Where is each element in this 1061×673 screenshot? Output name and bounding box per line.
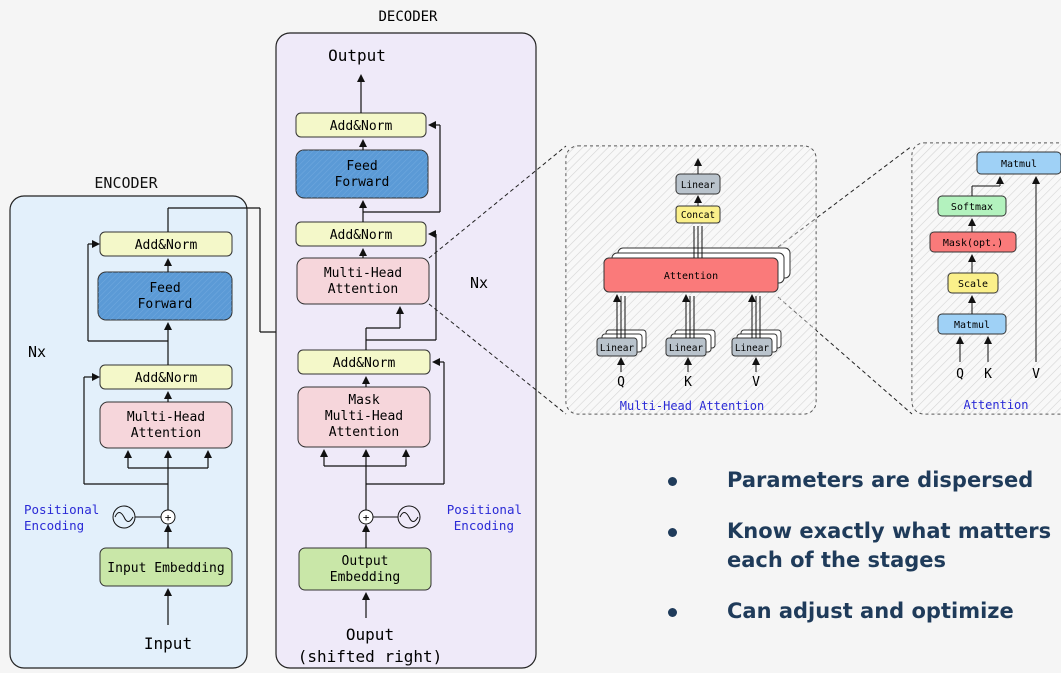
mha-linear-q-stack — [596, 329, 647, 357]
attention-matmul-bottom-label: Matmul — [954, 320, 990, 331]
attention-matmul-top — [976, 151, 1061, 175]
decoder-add-norm-mid — [295, 221, 427, 247]
mha-k-label: K — [684, 375, 692, 390]
encoder-embedding-label: Input Embedding — [107, 561, 224, 576]
encoder-mha-label-1: Multi-Head — [127, 410, 205, 425]
decoder-title: DECODER — [378, 9, 438, 25]
decoder-input-label-2: (shifted right) — [298, 647, 443, 666]
encoder-multi-head-attention — [99, 401, 233, 449]
decoder-add-norm-top-label: Add&Norm — [330, 119, 393, 134]
encoder-add-norm-low — [99, 364, 233, 390]
svg-text:+: + — [363, 511, 370, 524]
bullet-item: Can adjust and optimize — [655, 597, 1061, 626]
bullet-text: Can adjust and optimize — [727, 599, 1014, 623]
attention-scale-label: Scale — [958, 279, 988, 290]
mha-linear-v-label: Linear — [735, 343, 770, 354]
decoder-mha-label-2: Attention — [328, 282, 398, 297]
encoder-add-norm-top — [99, 231, 233, 257]
decoder-embedding-label-2: Embedding — [330, 570, 400, 585]
bullet-dot-icon — [668, 477, 677, 486]
mha-linear-top-label: Linear — [681, 180, 716, 191]
mha-v-label: V — [752, 375, 760, 390]
decoder-masked-label-2: Multi-Head — [325, 409, 403, 424]
decoder-ff-label-2: Forward — [335, 175, 390, 190]
decoder-pos-enc-1: Positional — [447, 502, 522, 517]
attention-scale — [947, 272, 999, 294]
bullet-list: Parameters are dispersed Know exactly wh… — [655, 466, 1061, 648]
attention-softmax-label: Softmax — [951, 202, 993, 213]
mha-linear-q-label: Linear — [600, 343, 635, 354]
decoder-masked-label-3: Attention — [329, 425, 399, 440]
encoder-add-norm-top-label: Add&Norm — [135, 238, 198, 253]
encoder-ff-label-1: Feed — [149, 281, 180, 296]
mha-linear-v-stack — [731, 329, 782, 357]
attention-mask-label: Mask(opt.) — [943, 238, 1003, 249]
attention-v-label: V — [1032, 367, 1040, 382]
encoder-ff-label-2: Forward — [138, 297, 193, 312]
encoder-mha-label-2: Attention — [131, 426, 201, 441]
decoder-multi-head-attention — [296, 257, 430, 305]
bullet-item: Parameters are dispersed — [655, 466, 1061, 495]
decoder-nx: Nx — [470, 274, 488, 292]
mha-attention — [603, 257, 779, 293]
decoder-embedding-label-1: Output — [342, 554, 389, 569]
mha-linear-k-label: Linear — [669, 343, 704, 354]
decoder-mha-label-1: Multi-Head — [324, 266, 402, 281]
decoder-masked-label-1: Mask — [348, 393, 379, 408]
decoder-input-label-1: Ouput — [346, 625, 394, 644]
encoder-pos-enc-2: Encoding — [24, 518, 84, 533]
decoder-add-norm-mid-label: Add&Norm — [330, 228, 393, 243]
decoder-output-embedding — [298, 547, 432, 591]
bullet-text: each of the stages — [727, 548, 947, 572]
encoder-pos-enc-1: Positional — [24, 502, 99, 517]
decoder-add-norm-low-label: Add&Norm — [333, 356, 396, 371]
decoder-sine-icon — [397, 505, 421, 529]
attention-matmul-top-label: Matmul — [1001, 159, 1037, 170]
encoder-title: ENCODER — [94, 174, 158, 192]
bullet-dot-icon — [668, 528, 677, 537]
attention-k-label: K — [984, 367, 992, 382]
svg-text:+: + — [165, 511, 172, 524]
mha-concat-label: Concat — [681, 210, 715, 221]
encoder-nx: Nx — [28, 343, 46, 361]
encoder-add-norm-low-label: Add&Norm — [135, 371, 198, 386]
decoder-add-norm-low — [297, 349, 431, 375]
encoder-input-label: Input — [144, 634, 192, 653]
bullet-dot-icon — [668, 608, 677, 617]
attention-mask — [929, 231, 1017, 253]
attention-caption: Attention — [963, 398, 1028, 412]
decoder-ff-label-1: Feed — [346, 159, 377, 174]
encoder-input-embedding — [99, 547, 233, 587]
mha-q-label: Q — [617, 375, 625, 390]
decoder-pos-enc-2: Encoding — [454, 518, 514, 533]
decoder-output-label: Output — [328, 46, 386, 65]
attention-q-label: Q — [956, 367, 964, 382]
bullet-item: Know exactly what matters — [655, 517, 1061, 546]
bullet-text: Know exactly what matters — [727, 519, 1052, 543]
mha-caption: Multi-Head Attention — [620, 399, 765, 413]
mha-linear-k-stack — [665, 329, 716, 357]
mha-attention-label: Attention — [664, 271, 718, 282]
bullet-item-continued: each of the stages — [655, 546, 1061, 575]
decoder-masked-attention — [297, 386, 431, 448]
bullet-text: Parameters are dispersed — [727, 468, 1034, 492]
